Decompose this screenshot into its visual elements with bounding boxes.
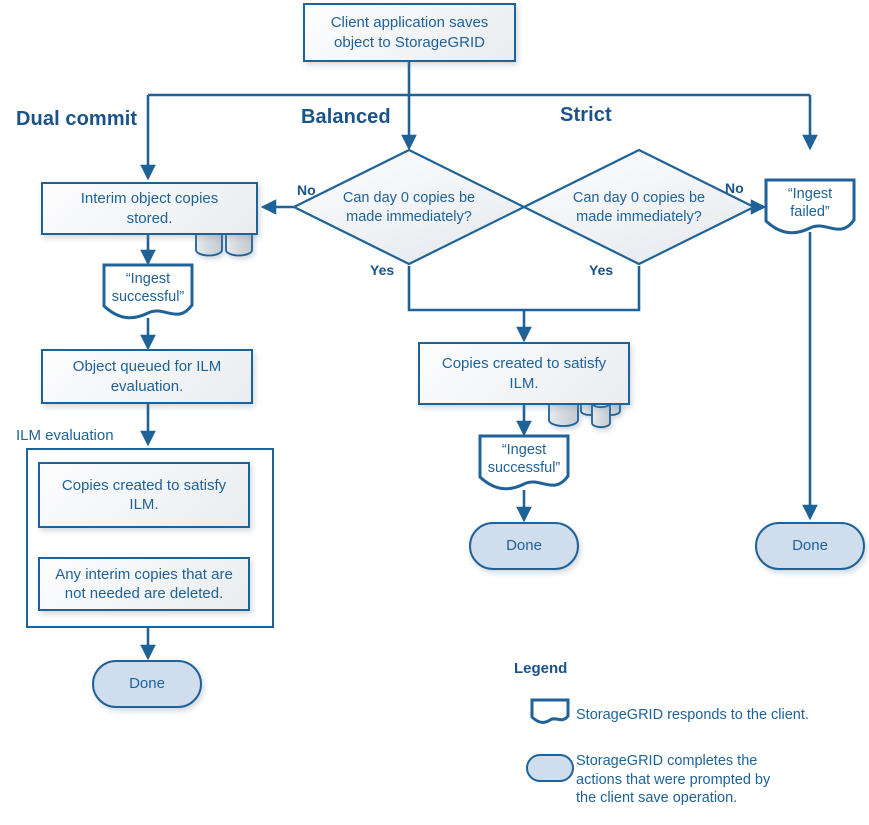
- swimlane-title-dual-commit: Dual commit: [16, 108, 138, 130]
- legend-item-document: StorageGRID responds to the client.: [512, 695, 862, 735]
- ilm-interim-deleted-label: Any interim copies that are not needed a…: [55, 565, 233, 602]
- ilm-evaluation-group-label: ILM evaluation: [16, 427, 114, 444]
- balanced-done-label: Done: [506, 537, 542, 555]
- interim-object-copies-node: Interim object copies stored.: [41, 182, 258, 235]
- start-node-label: Client application saves object to Stora…: [330, 14, 489, 51]
- legend-document-icon: [530, 698, 570, 724]
- balanced-no-label: No: [297, 182, 316, 198]
- strict-ingest-failed-label: “Ingest failed”: [787, 185, 833, 220]
- balanced-decision-label: Can day 0 copies be made immediately?: [342, 190, 476, 225]
- strict-decision-label: Can day 0 copies be made immediately?: [572, 190, 706, 225]
- dual-commit-ingest-successful-shape: [102, 263, 194, 320]
- flowchart-canvas: Client application saves object to Stora…: [16, 3, 865, 806]
- balanced-ingest-successful-shape: [478, 434, 570, 491]
- strict-done-label: Done: [792, 537, 828, 555]
- legend-item-document-text: StorageGRID responds to the client.: [576, 706, 809, 723]
- balanced-copies-created-node: Copies created to satisfy ILM.: [418, 342, 630, 405]
- strict-decision-shape: [521, 148, 757, 266]
- balanced-decision-shape: [291, 148, 527, 266]
- balanced-done-node: Done: [469, 522, 579, 570]
- legend: Legend StorageGRID responds to the clien…: [512, 660, 862, 825]
- swimlane-title-balanced: Balanced: [301, 106, 391, 128]
- legend-pill-icon: [526, 754, 574, 782]
- legend-title: Legend: [514, 660, 568, 677]
- interim-object-copies-label: Interim object copies stored.: [80, 190, 219, 227]
- strict-done-node: Done: [755, 522, 865, 570]
- object-queued-node: Object queued for ILM evaluation.: [41, 349, 253, 404]
- start-node: Client application saves object to Stora…: [303, 3, 516, 62]
- dual-commit-done-label: Done: [129, 675, 165, 693]
- ilm-copies-created-node: Copies created to satisfy ILM.: [38, 462, 250, 528]
- strict-ingest-failed-shape: [764, 178, 856, 235]
- swimlane-title-strict: Strict: [560, 104, 612, 126]
- dual-commit-ingest-successful-label: “Ingest successful”: [111, 270, 185, 305]
- strict-no-label: No: [725, 180, 744, 196]
- legend-item-pill: StorageGRID completes the actions that w…: [512, 751, 862, 809]
- balanced-ingest-successful-label: “Ingest successful”: [487, 441, 561, 476]
- object-queued-label: Object queued for ILM evaluation.: [72, 358, 222, 395]
- balanced-yes-label: Yes: [370, 262, 395, 278]
- connector-layer: [102, 62, 856, 782]
- ilm-copies-created-label: Copies created to satisfy ILM.: [61, 476, 227, 513]
- dual-commit-done-node: Done: [92, 660, 202, 708]
- legend-item-pill-text: StorageGRID completes the actions that w…: [576, 753, 771, 807]
- ilm-interim-deleted-node: Any interim copies that are not needed a…: [38, 557, 250, 611]
- strict-yes-label: Yes: [589, 262, 614, 278]
- balanced-copies-created-label: Copies created to satisfy ILM.: [441, 355, 607, 392]
